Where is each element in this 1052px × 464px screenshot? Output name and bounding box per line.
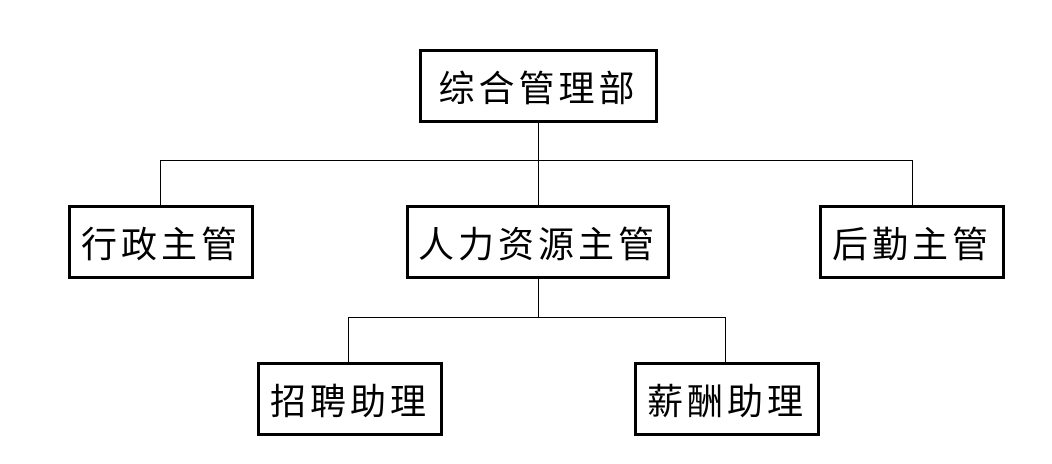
connector-root-stem bbox=[538, 123, 539, 161]
connector-level2-bar bbox=[348, 317, 726, 318]
node-hr-supervisor: 人力资源主管 bbox=[406, 205, 670, 279]
connector-level1-bar bbox=[160, 160, 913, 161]
node-label: 后勤主管 bbox=[831, 225, 992, 266]
connector-hr-drop bbox=[538, 160, 539, 205]
node-logistics-supervisor: 后勤主管 bbox=[819, 205, 1005, 279]
node-label: 招聘助理 bbox=[269, 382, 430, 423]
connector-recruit-drop bbox=[348, 317, 349, 362]
connector-payroll-drop bbox=[725, 317, 726, 362]
node-payroll-assistant: 薪酬助理 bbox=[634, 362, 820, 436]
node-general-management-dept: 综合管理部 bbox=[419, 49, 658, 123]
node-label: 综合管理部 bbox=[438, 69, 639, 110]
node-recruitment-assistant: 招聘助理 bbox=[257, 362, 443, 436]
node-admin-supervisor: 行政主管 bbox=[68, 205, 254, 279]
connector-admin-drop bbox=[160, 160, 161, 205]
node-label: 人力资源主管 bbox=[417, 225, 658, 266]
node-label: 薪酬助理 bbox=[646, 382, 807, 423]
connector-logistics-drop bbox=[912, 160, 913, 205]
connector-hr-stem bbox=[538, 279, 539, 318]
node-label: 行政主管 bbox=[80, 225, 241, 266]
